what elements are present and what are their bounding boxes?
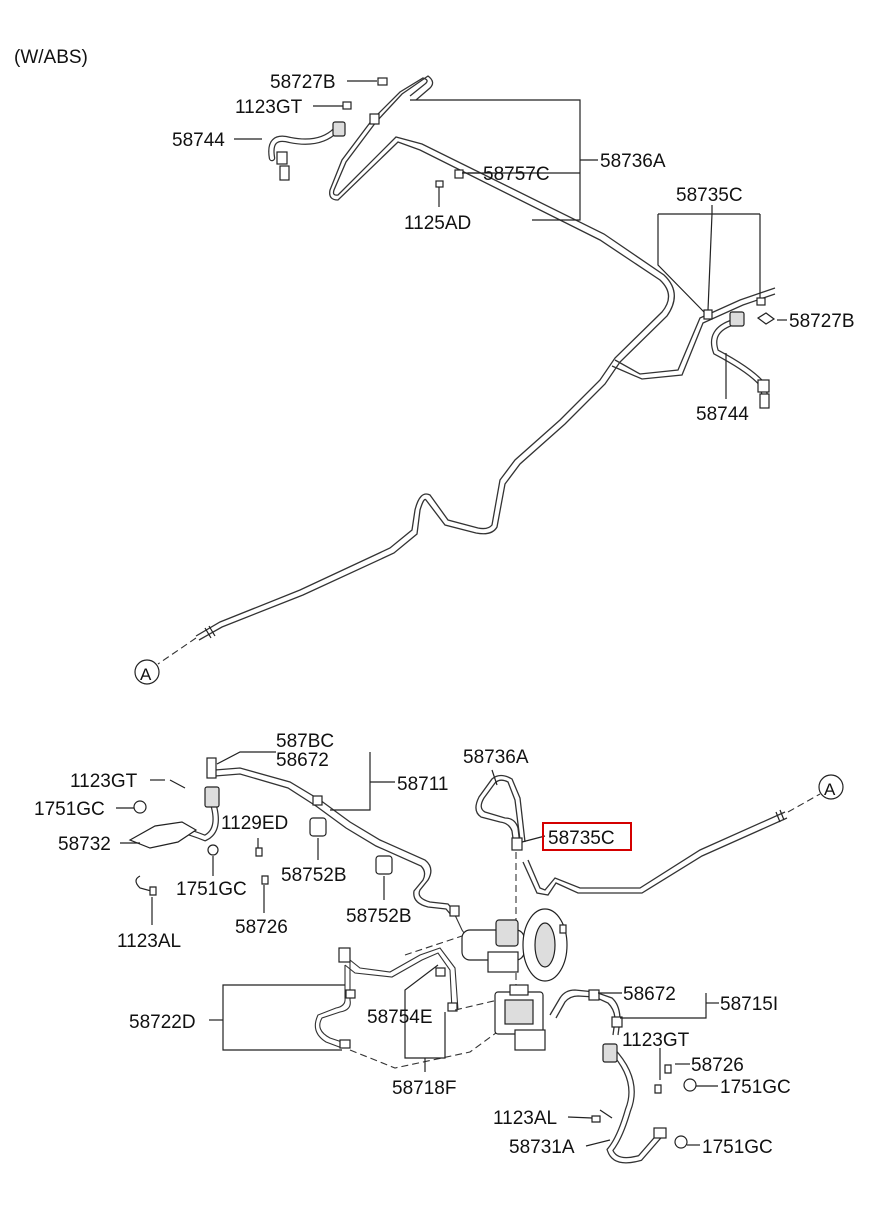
marker-a-upper-circle (134, 659, 160, 685)
marker-a-lower: A (824, 780, 836, 799)
brake-booster-master-cylinder (461, 908, 568, 982)
label-58732: 58732 (58, 834, 111, 855)
label-1123GT-left: 1123GT (70, 771, 138, 792)
lower-loop-pipes (475, 774, 526, 851)
label-1751GC-mid: 1751GC (176, 879, 247, 900)
label-58727B-right: 58727B (789, 311, 855, 332)
lower-leaders (116, 751, 719, 1147)
label-1123AL-right: 1123AL (493, 1108, 557, 1129)
marker-a-upper: A (140, 665, 152, 684)
label-58726-left: 58726 (235, 917, 288, 938)
label-58715I: 58715I (720, 994, 778, 1015)
label-58711: 58711 (397, 774, 448, 795)
label-587BC: 587BC (276, 731, 334, 752)
abs-modulator-unit (494, 984, 546, 1051)
label-58744-left: 58744 (172, 130, 225, 151)
label-58672-top: 58672 (276, 750, 329, 771)
lower-front-pipe (206, 757, 456, 917)
label-58722D: 58722D (129, 1012, 196, 1033)
label-58736A: 58736A (600, 151, 666, 172)
label-1751GC-right1: 1751GC (720, 1077, 791, 1098)
marker-a-lower-circle (818, 774, 844, 800)
lower-center-pipes (314, 905, 500, 1049)
left-wheel-assembly (128, 779, 269, 896)
right-wheel-assembly (549, 989, 697, 1164)
label-1123GT-right: 1123GT (622, 1030, 690, 1051)
label-1751GC-left: 1751GC (34, 799, 105, 820)
label-58736A-low: 58736A (463, 747, 529, 768)
variant-title: (W/ABS) (14, 47, 88, 68)
label-58672-right: 58672 (623, 984, 676, 1005)
label-1129ED: 1129ED (221, 813, 288, 834)
label-58754E: 58754E (367, 1007, 433, 1028)
highlight-box-58735C (542, 822, 632, 851)
label-1125AD: 1125AD (404, 213, 471, 234)
upper-left-hose (268, 121, 346, 181)
label-1123GT-top: 1123GT (235, 97, 303, 118)
label-58735C-top: 58735C (676, 185, 743, 206)
label-58752B-a: 58752B (281, 865, 347, 886)
upper-right-hose (710, 311, 770, 409)
label-58735C-highlight[interactable]: 58735C (548, 828, 615, 849)
upper-leaders (234, 80, 787, 399)
label-58727B-top: 58727B (270, 72, 336, 93)
label-58731A: 58731A (509, 1137, 575, 1158)
upper-brake-pipes (195, 75, 776, 641)
lower-lead-dash (787, 793, 821, 813)
clips-58752B (309, 817, 393, 875)
lower-rear-pipe (522, 809, 788, 896)
label-1751GC-right2: 1751GC (702, 1137, 773, 1158)
label-58718F: 58718F (392, 1078, 456, 1099)
label-58757C: 58757C (483, 164, 550, 185)
label-58726-right: 58726 (691, 1055, 744, 1076)
upper-lead-dash (157, 637, 197, 665)
label-58752B-b: 58752B (346, 906, 412, 927)
label-1123AL-left: 1123AL (117, 931, 181, 952)
label-58744-right: 58744 (696, 404, 749, 425)
